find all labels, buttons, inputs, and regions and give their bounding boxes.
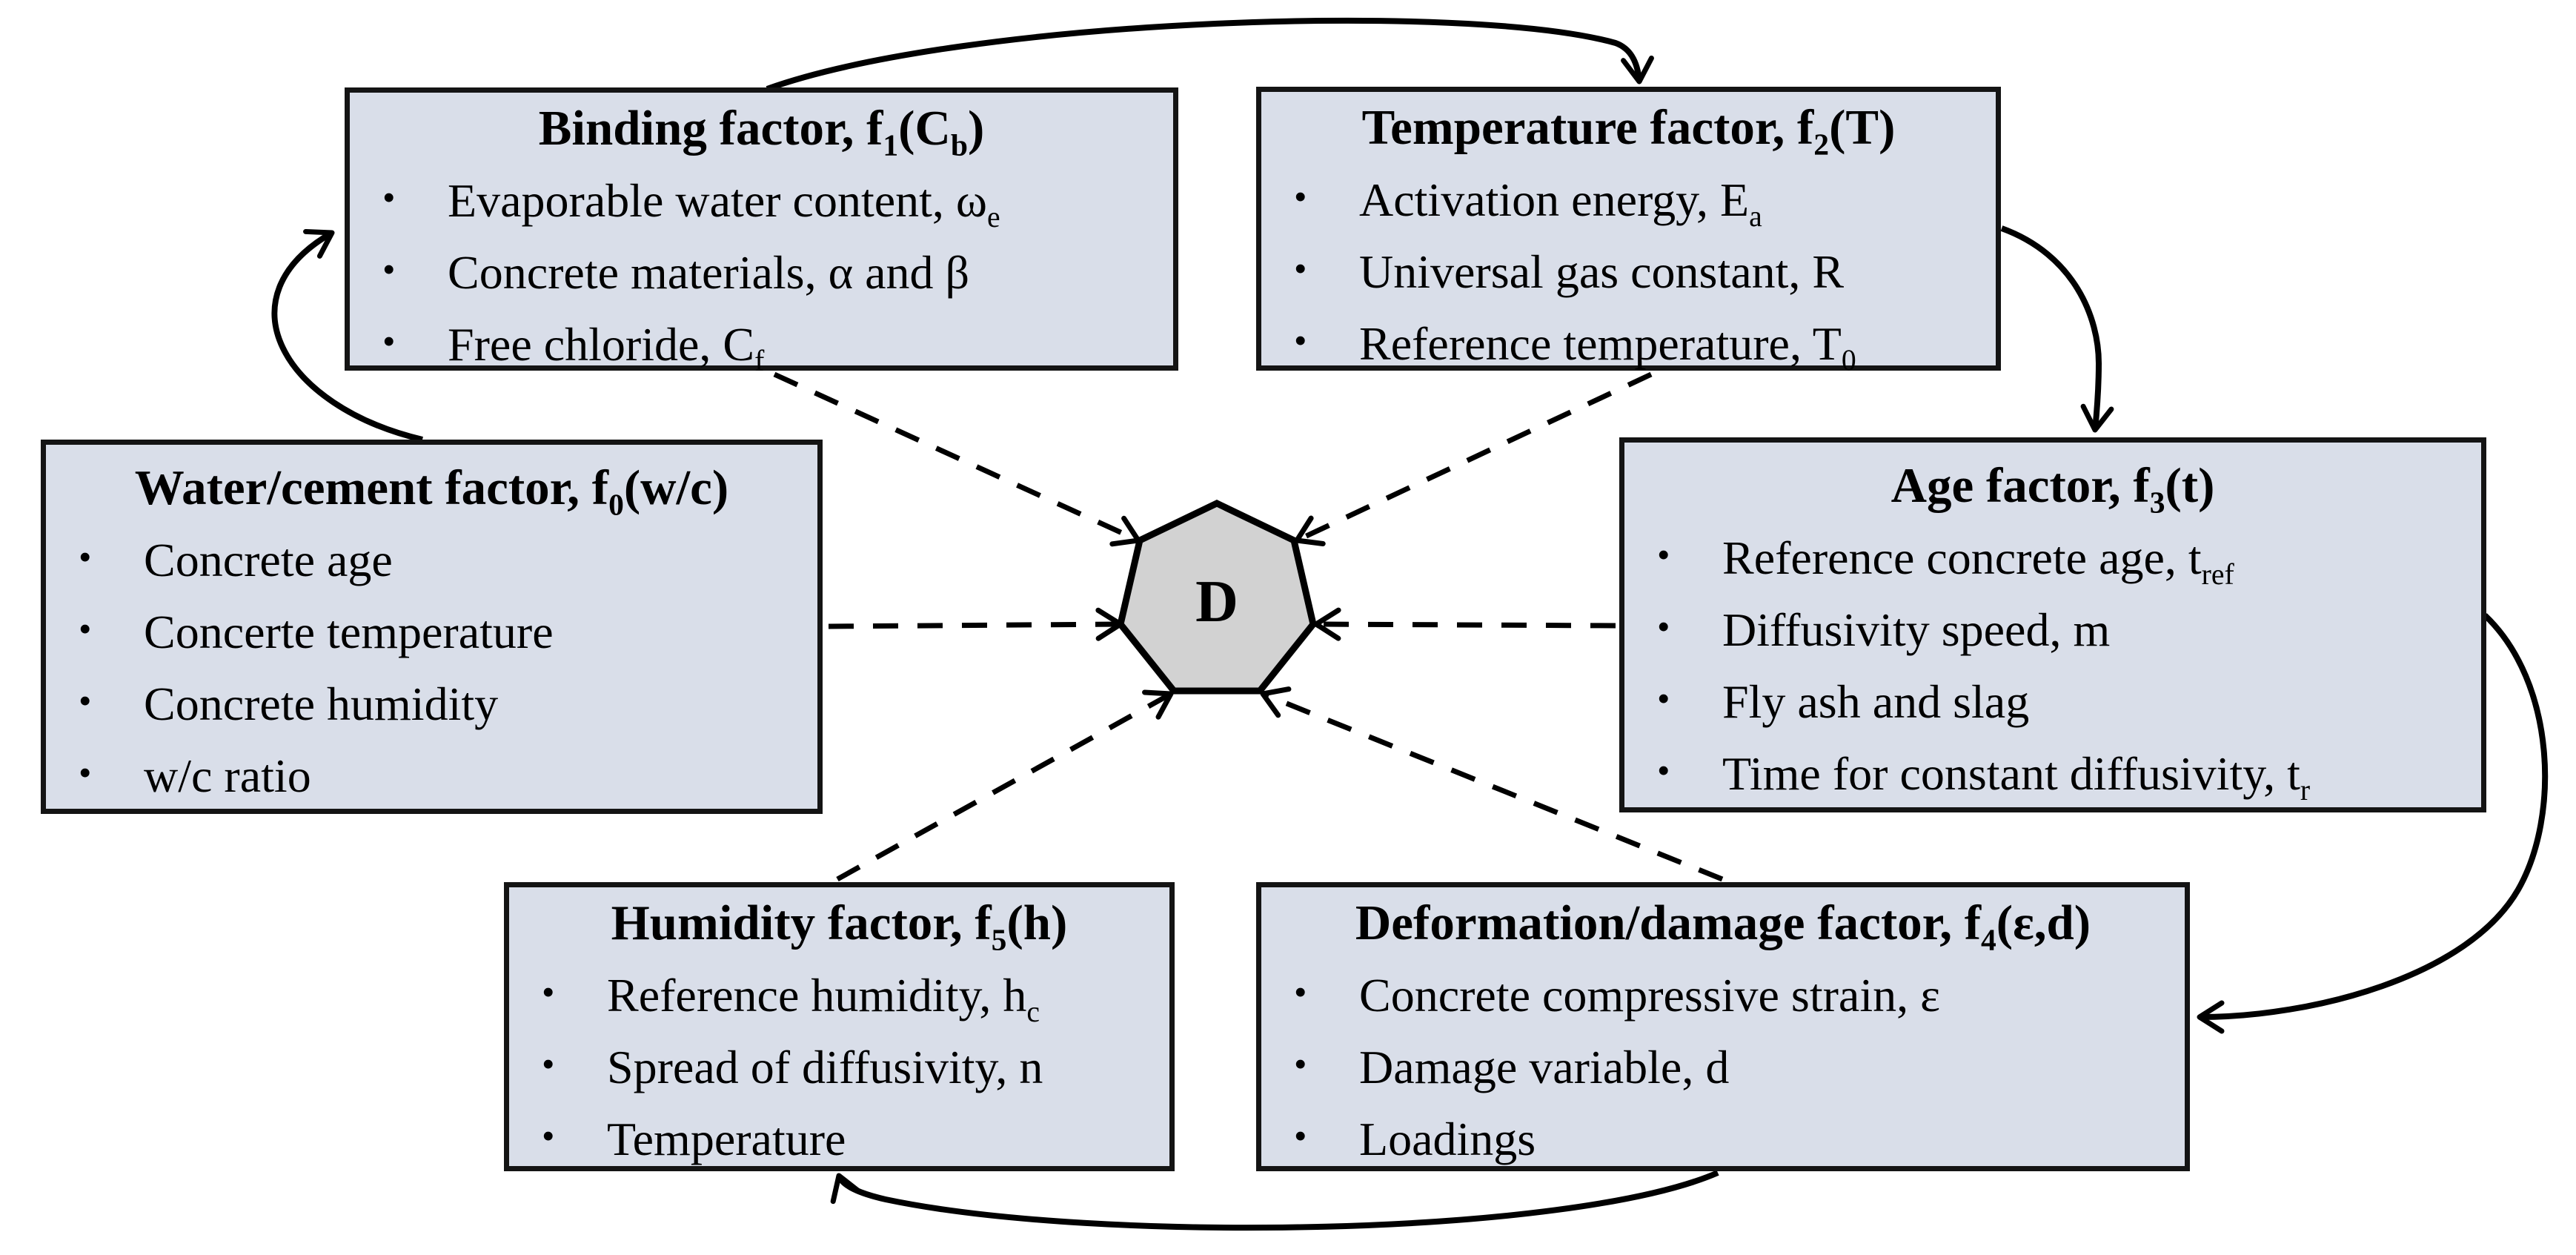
arrow-age-to-deformation <box>2197 613 2549 1034</box>
factor-item: Concerte temperature <box>46 593 817 668</box>
factor-item: Reference humidity, hc <box>509 956 1169 1031</box>
factor-box-items: Evaporable water content, ωeConcrete mat… <box>350 162 1173 380</box>
factor-item: w/c ratio <box>46 737 817 812</box>
arrow-watercement-to-binding <box>271 228 423 443</box>
factor-box-temperature: Temperature factor, f2(T) Activation ene… <box>1256 87 2001 377</box>
factor-box-title: Deformation/damage factor, f4(ε,d) <box>1355 895 2091 957</box>
arrow-temperature-to-age <box>2000 225 2114 433</box>
factor-box-title: Humidity factor, f5(h) <box>611 895 1068 957</box>
diffusivity-node <box>1117 500 1317 695</box>
factor-item: Temperature <box>509 1100 1169 1175</box>
factor-item: Evaporable water content, ωe <box>350 162 1173 236</box>
factor-item: Reference concrete age, tref <box>1624 519 2481 594</box>
factor-item: Spread of diffusivity, n <box>509 1028 1169 1103</box>
factor-item: Concrete materials, α and β <box>350 234 1173 308</box>
arrow-deformation-to-humidity <box>830 1170 1719 1231</box>
factor-box-items: Concrete compressive strain, εDamage var… <box>1261 956 2185 1175</box>
factor-box-title: Binding factor, f1(Cb) <box>538 101 985 162</box>
factor-box-title: Temperature factor, f2(T) <box>1361 100 1896 162</box>
factor-item: Time for constant diffusivity, tr <box>1624 735 2481 809</box>
factor-item: Concrete age <box>46 521 817 596</box>
factor-item: Loadings <box>1261 1100 2185 1175</box>
factor-item: Concrete humidity <box>46 665 817 740</box>
arrow-binding-to-d <box>773 371 1141 547</box>
factor-item: Activation energy, Ea <box>1261 161 1996 236</box>
factor-box-title: Water/cement factor, f0(w/c) <box>134 460 729 522</box>
factor-item: Reference temperature, T0 <box>1261 305 1996 380</box>
factor-item: Damage variable, d <box>1261 1028 2185 1103</box>
factor-box-humidity: Humidity factor, f5(h) Reference humidit… <box>504 882 1175 1172</box>
arrow-watercement-to-d <box>828 607 1123 641</box>
arrow-temperature-to-d <box>1294 371 1653 546</box>
arrow-deformation-to-d <box>1260 686 1724 882</box>
arrow-age-to-d <box>1313 607 1616 641</box>
factor-box-watercement: Water/cement factor, f0(w/c) Concrete ag… <box>41 440 823 814</box>
diffusivity-node-label: D <box>1195 569 1238 635</box>
factor-box-binding: Binding factor, f1(Cb) Evaporable water … <box>345 87 1178 377</box>
arrow-binding-to-temperature <box>766 17 1654 92</box>
factor-item: Universal gas constant, R <box>1261 233 1996 308</box>
factor-box-items: Activation energy, EaUniversal gas const… <box>1261 161 1996 380</box>
factor-box-items: Concrete ageConcerte temperatureConcrete… <box>46 521 817 812</box>
factor-item: Concrete compressive strain, ε <box>1261 956 2185 1031</box>
factor-item: Diffusivity speed, m <box>1624 591 2481 666</box>
arrow-humidity-to-d <box>836 689 1174 882</box>
factor-box-title: Age factor, f3(t) <box>1890 458 2215 520</box>
factor-item: Fly ash and slag <box>1624 663 2481 738</box>
factor-item: Free chloride, Cf <box>350 305 1173 380</box>
factor-box-deformation: Deformation/damage factor, f4(ε,d) Concr… <box>1256 882 2190 1172</box>
factor-box-items: Reference humidity, hcSpread of diffusiv… <box>509 956 1169 1175</box>
factor-box-items: Reference concrete age, trefDiffusivity … <box>1624 519 2481 809</box>
factor-box-age: Age factor, f3(t) Reference concrete age… <box>1619 437 2486 812</box>
